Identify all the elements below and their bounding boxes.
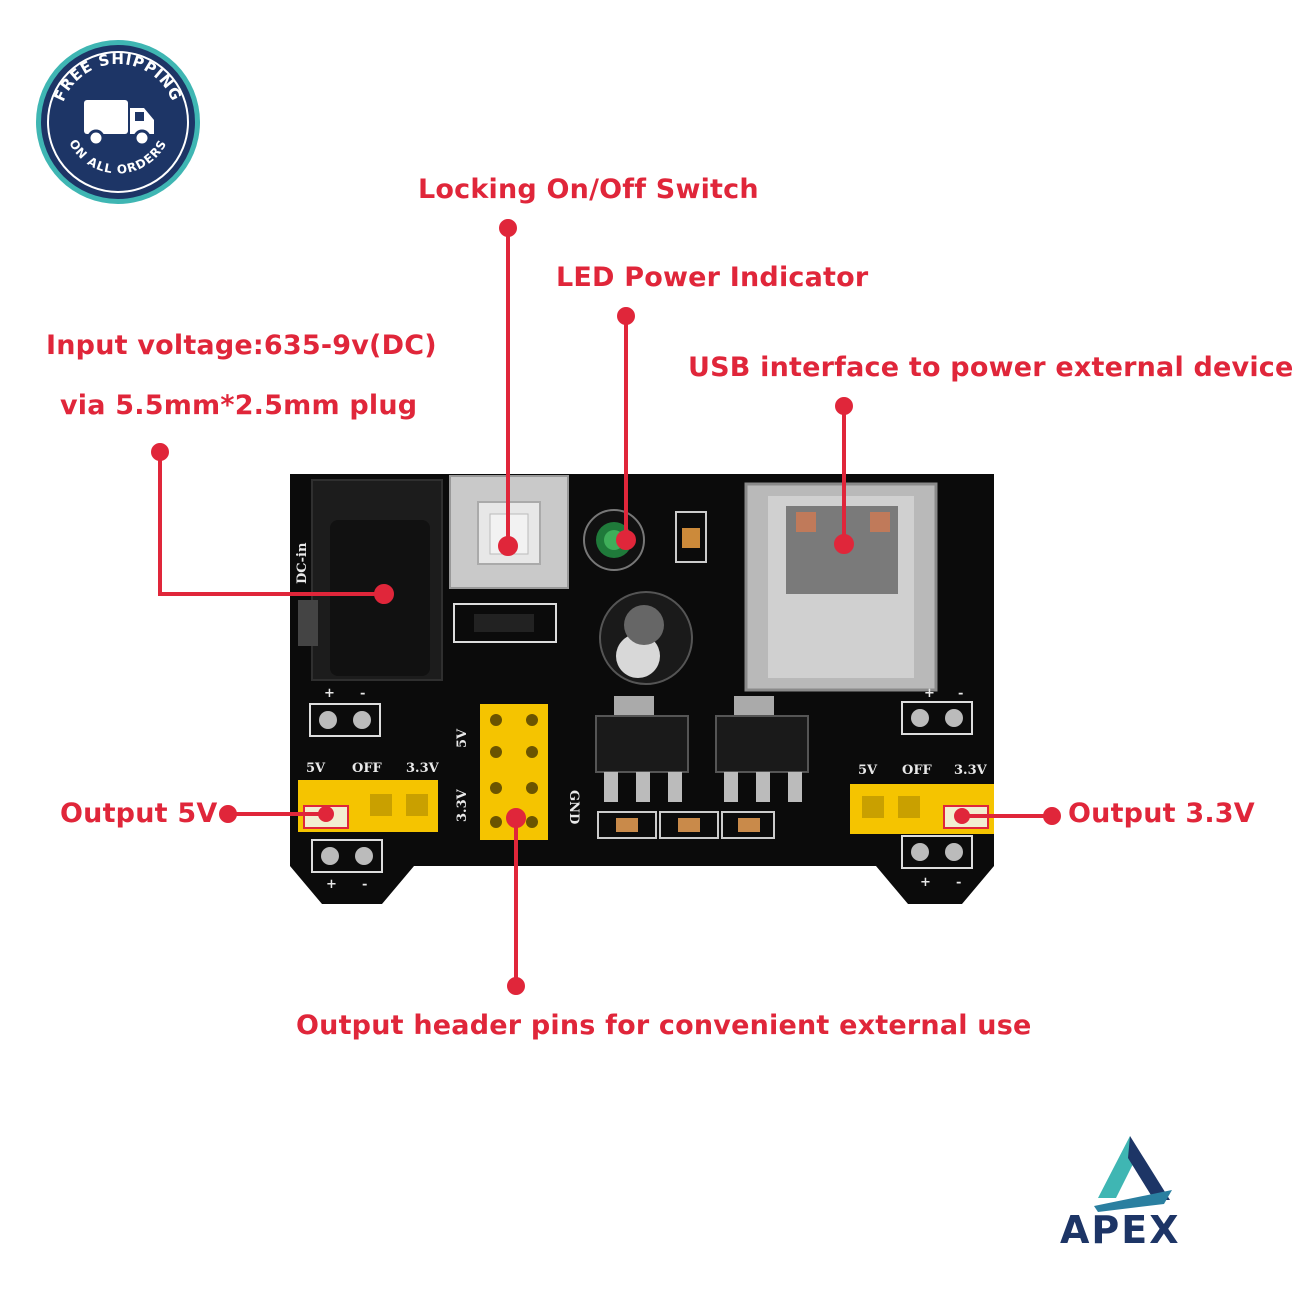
left-rail-plus-top: + bbox=[324, 686, 335, 701]
left-rail-minus-bottom: - bbox=[362, 877, 367, 892]
right-rail-plus-top: + bbox=[924, 686, 935, 701]
callout-lines bbox=[151, 219, 1061, 995]
voltage-regulator-left bbox=[595, 696, 689, 802]
switch-footprint bbox=[453, 603, 557, 643]
header-label-3v3: 3.3V bbox=[455, 788, 470, 822]
callout-header-pins: Output header pins for convenient extern… bbox=[296, 1010, 1032, 1041]
usb-port bbox=[744, 482, 938, 692]
right-jumper-label-3v3: 3.3V bbox=[954, 763, 988, 778]
voltage-regulator-right bbox=[715, 696, 809, 802]
left-jumper-label-5v: 5V bbox=[306, 761, 326, 776]
header-label-gnd: GND bbox=[566, 790, 581, 824]
callout-output-5v: Output 5V bbox=[60, 798, 218, 829]
left-jumper-label-3v3: 3.3V bbox=[406, 761, 440, 776]
left-rail-minus-top: - bbox=[360, 686, 365, 701]
truck-icon bbox=[84, 100, 154, 147]
apex-logo-text: APEX bbox=[1060, 1208, 1181, 1252]
header-label-5v: 5V bbox=[455, 728, 470, 748]
callout-input-voltage: Input voltage:635-9v(DC) bbox=[46, 330, 437, 361]
callout-locking-switch: Locking On/Off Switch bbox=[418, 174, 759, 205]
dc-jack bbox=[298, 479, 443, 681]
left-jumper-label-off: OFF bbox=[352, 761, 383, 776]
callout-led-indicator: LED Power Indicator bbox=[556, 262, 869, 293]
capacitor bbox=[599, 591, 693, 685]
callout-input-plug: via 5.5mm*2.5mm plug bbox=[60, 390, 418, 421]
right-rail-plus-bottom: + bbox=[920, 875, 931, 890]
right-jumper-label-off: OFF bbox=[902, 763, 933, 778]
apex-logo-icon bbox=[1094, 1136, 1172, 1212]
right-jumper-block bbox=[850, 784, 994, 834]
callout-usb-interface: USB interface to power external device bbox=[688, 352, 1294, 383]
callout-output-3v3: Output 3.3V bbox=[1068, 798, 1255, 829]
smd-resistors bbox=[597, 811, 775, 839]
free-shipping-badge: FREE SHIPPING ON ALL ORDERS bbox=[36, 40, 200, 204]
right-rail-minus-top: - bbox=[958, 686, 963, 701]
right-rail-minus-bottom: - bbox=[956, 875, 961, 890]
dc-in-label: DC-in bbox=[295, 542, 310, 584]
right-jumper-label-5v: 5V bbox=[858, 763, 878, 778]
left-rail-plus-bottom: + bbox=[326, 877, 337, 892]
left-jumper-block bbox=[298, 780, 438, 832]
